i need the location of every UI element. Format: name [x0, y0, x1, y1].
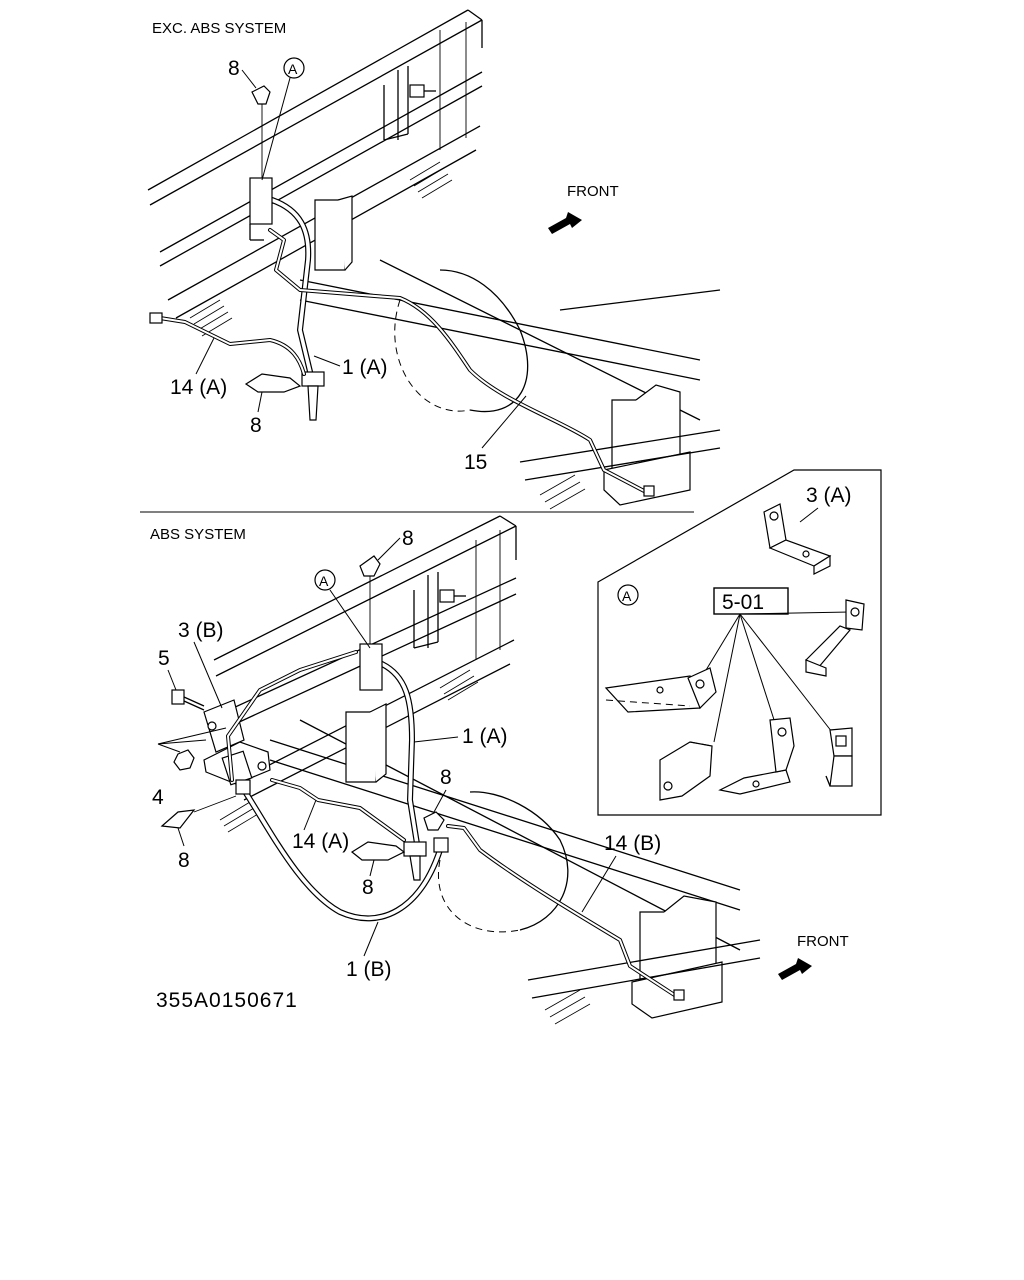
axle-assembly-top [299, 195, 721, 510]
callout-pipe-14a: 14 (A) [170, 376, 227, 399]
clip-8-upper [251, 85, 271, 178]
callouts-top: 8 A 1 (A) 14 (A) 8 15 [170, 57, 527, 474]
detail-a-ref-bottom-label: A [319, 573, 329, 589]
exc-abs-heading: EXC. ABS SYSTEM [152, 20, 286, 37]
brake-pipes-bottom [226, 650, 685, 1001]
detail-a-ref-top-label: A [288, 61, 298, 77]
callout-hose-1a: 1 (A) [342, 356, 388, 379]
front-arrow-top: FRONT [548, 183, 619, 234]
brake-hose-1b [235, 779, 449, 922]
clip-8-mid [350, 841, 406, 861]
nut-4 [173, 749, 195, 771]
callout-pipe-14a-bottom: 14 (A) [292, 830, 349, 853]
bolt-5 [171, 689, 205, 711]
callout-clip-right: 8 [440, 766, 452, 789]
abs-heading: ABS SYSTEM [150, 526, 246, 543]
bracket-variant-1 [604, 667, 717, 713]
callout-clip-top: 8 [402, 527, 414, 550]
callout-pipe-14b: 14 (B) [604, 832, 661, 855]
abs-section: ABS SYSTEM [150, 515, 849, 1025]
clip-8-lower [244, 373, 302, 393]
callout-clip-left: 8 [178, 849, 190, 872]
callout-clip-lower: 8 [250, 414, 262, 437]
bracket-3b [203, 699, 271, 786]
callout-hose-1b: 1 (B) [346, 958, 392, 981]
detail-a-ref-bottom [314, 569, 336, 591]
callout-bracket-3b: 3 (B) [178, 619, 224, 642]
detail-a-ref-top [283, 57, 305, 79]
front-label-bottom: FRONT [797, 933, 849, 950]
front-arrow-bottom: FRONT [778, 933, 849, 980]
detail-a-box: A 5-01 3 (A) [597, 469, 882, 816]
document-id: 355A0150671 [156, 989, 298, 1012]
detail-a-circle-label: A [622, 588, 632, 604]
front-label-top: FRONT [567, 183, 619, 200]
frame-rail-top [147, 9, 483, 337]
callout-hose-1a-bottom: 1 (A) [462, 725, 508, 748]
callout-clip-upper: 8 [228, 57, 240, 80]
clip-8-left [160, 795, 237, 829]
detail-a-circle [617, 584, 639, 606]
callout-pipe-15: 15 [464, 451, 487, 474]
bracket-variant-2 [805, 599, 865, 677]
bracket-variant-3 [659, 741, 713, 801]
bracket-3a [763, 503, 832, 575]
bracket-3a-label: 3 (A) [806, 484, 852, 507]
callout-nut-4: 4 [152, 786, 164, 809]
callout-clip-mid: 8 [362, 876, 374, 899]
clip-8-top [359, 555, 381, 644]
brake-hose-1a-top [249, 177, 325, 421]
brake-hose-1a-bottom [359, 643, 427, 881]
brake-pipes-top [149, 228, 655, 497]
callout-bolt-5: 5 [158, 647, 170, 670]
bracket-variant-4 [718, 717, 795, 795]
callouts-bottom: 8 A 3 (B) 5 4 8 1 (A) 14 (A) 8 8 14 (B) [152, 527, 661, 981]
clip-8-right [423, 811, 445, 831]
exc-abs-section: EXC. ABS SYSTEM [147, 9, 721, 510]
group-ref-label: 5-01 [722, 591, 764, 614]
bracket-variant-5 [825, 727, 853, 787]
